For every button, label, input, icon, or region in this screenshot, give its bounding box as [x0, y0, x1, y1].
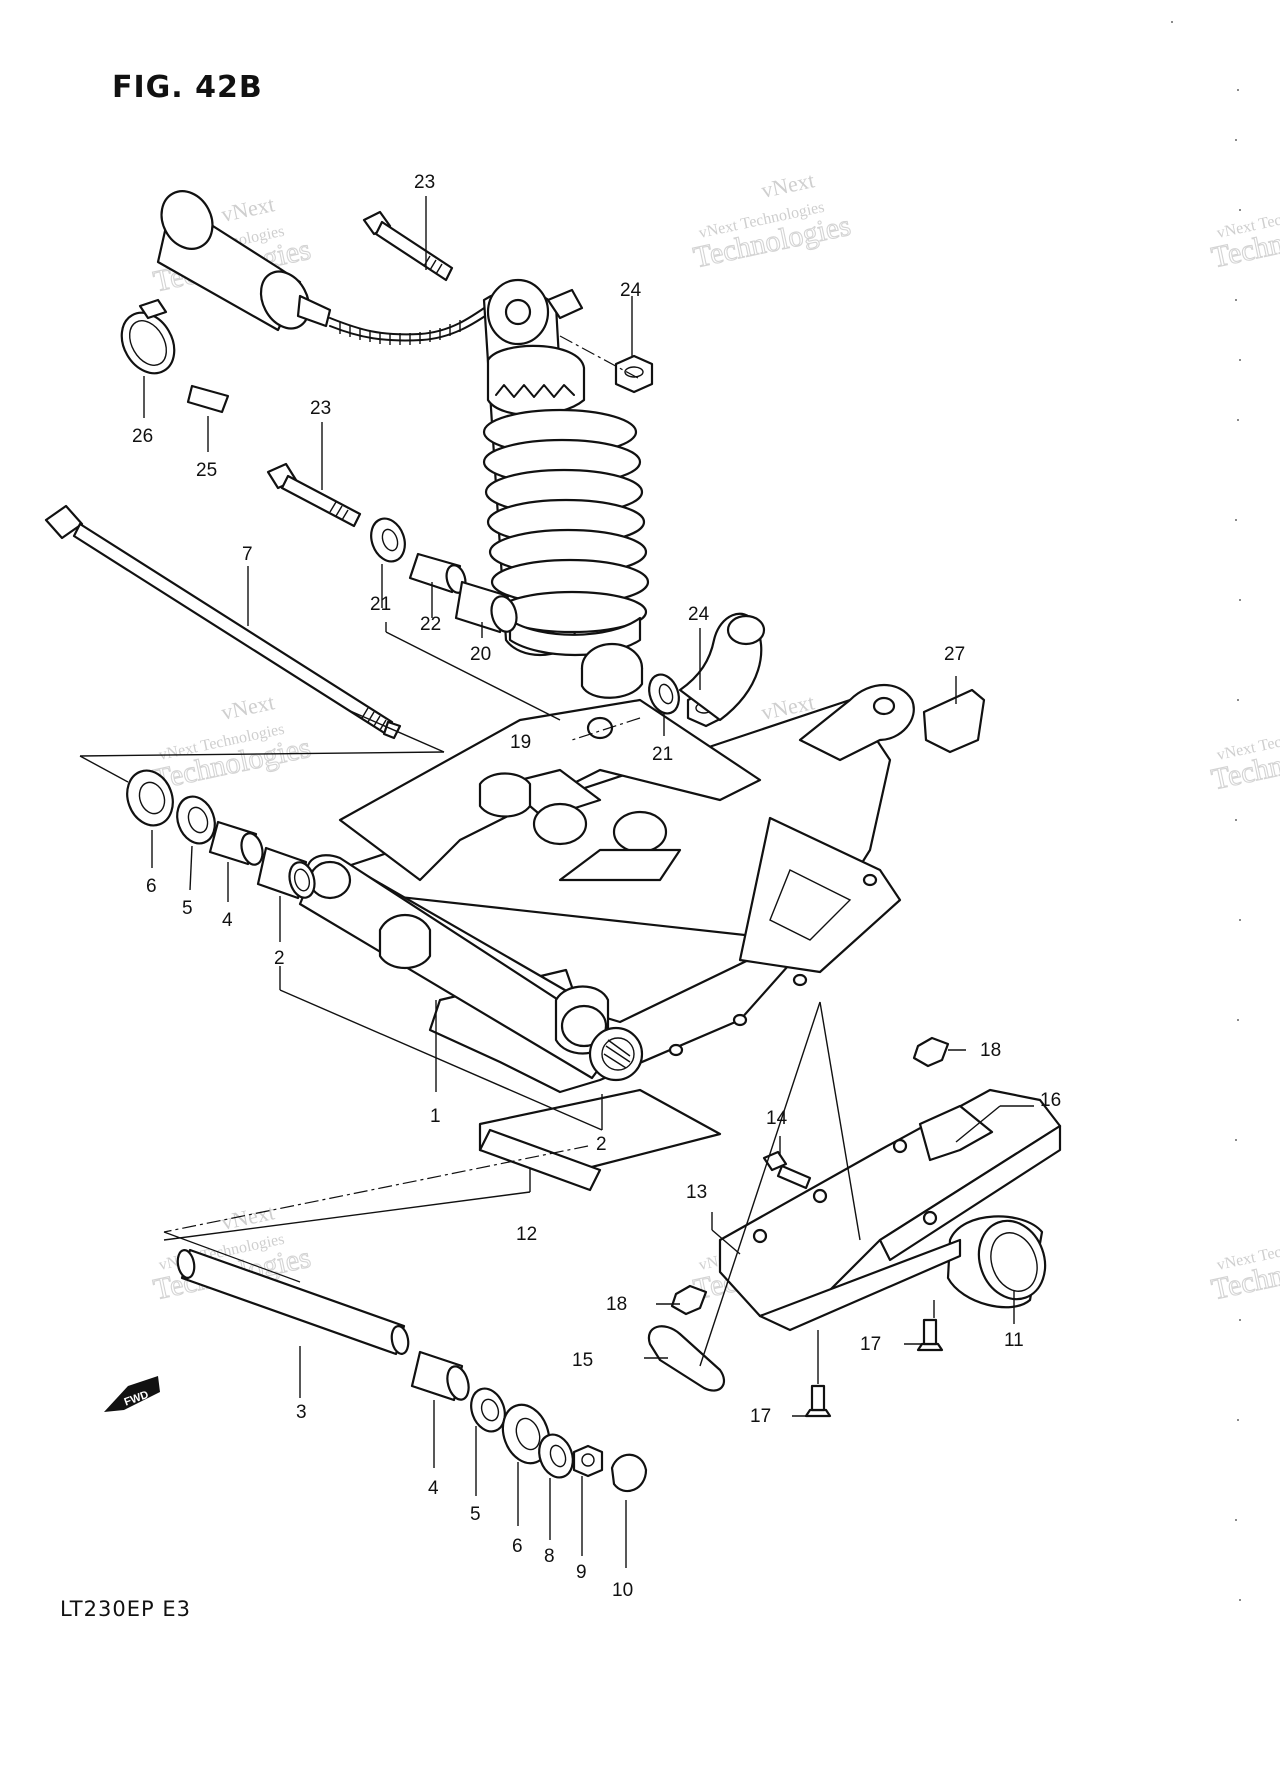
bracket-27	[922, 688, 986, 754]
callout-27: 27	[944, 644, 965, 665]
callout-15: 15	[572, 1350, 593, 1371]
watermark-vnext: vNext	[219, 689, 277, 725]
screw-14	[762, 1150, 812, 1190]
callout-21-upper: 21	[370, 594, 391, 615]
pivot-shaft	[44, 504, 402, 740]
collar	[408, 552, 467, 594]
swingarm	[298, 612, 915, 1094]
callout-2-lower: 2	[596, 1134, 607, 1155]
callout-24-upper: 24	[620, 280, 642, 301]
callout-14: 14	[766, 1108, 788, 1129]
nut-upper	[614, 354, 654, 394]
fwd-arrow-icon: FWD	[104, 1376, 160, 1412]
phantom-lines	[163, 335, 641, 1283]
callout-24-lower: 24	[688, 604, 710, 625]
callout-19: 19	[510, 732, 531, 753]
callout-16: 16	[1040, 1090, 1061, 1111]
right-bearing-stack	[410, 1350, 648, 1493]
callout-12: 12	[516, 1224, 537, 1245]
scan-speckles	[1171, 21, 1241, 1601]
callout-11: 11	[1004, 1330, 1024, 1351]
chain-cover-ring	[946, 1215, 1047, 1309]
callout-18-lower: 18	[606, 1294, 627, 1315]
figure-title: FIG. 42B	[112, 70, 263, 105]
bolt-upper	[362, 210, 454, 282]
spacer-shaft	[176, 1248, 410, 1356]
callout-25: 25	[196, 460, 217, 481]
callout-18-upper: 18	[980, 1040, 1001, 1061]
callout-23-upper: 23	[414, 172, 435, 193]
callout-22: 22	[420, 614, 441, 635]
callout-6-upper: 6	[146, 876, 157, 897]
callout-1: 1	[430, 1106, 441, 1127]
callout-4-upper: 4	[222, 910, 233, 931]
skid-plate	[478, 1088, 722, 1192]
clip-nut-lower	[670, 1284, 708, 1316]
callout-9: 9	[576, 1562, 587, 1583]
guide-holder	[647, 1325, 726, 1392]
shock-reservoir	[156, 190, 495, 345]
callout-21-lower: 21	[652, 744, 673, 765]
screw-17-lower	[804, 1384, 832, 1418]
washer-upper	[370, 517, 406, 563]
clip-nut-upper	[912, 1036, 950, 1068]
chain-guard	[718, 1088, 1062, 1332]
callout-5-lower: 5	[470, 1504, 481, 1525]
washer-lower	[648, 673, 680, 715]
hose-clamp	[120, 298, 176, 375]
callouts: 23 24 26 25 23 7 21 22 20 19 24 21 27 6 …	[132, 172, 1061, 1601]
callout-17-right: 17	[860, 1334, 881, 1355]
callout-2-left: 2	[274, 948, 285, 969]
callout-17-lower: 17	[750, 1406, 771, 1427]
callout-26: 26	[132, 426, 153, 447]
bushing	[454, 580, 518, 634]
model-code: LT230EP E3	[60, 1597, 191, 1621]
callout-4-lower: 4	[428, 1478, 439, 1499]
rear-shock	[482, 278, 650, 699]
callout-10: 10	[612, 1580, 633, 1601]
callout-13: 13	[686, 1182, 707, 1203]
rubber-pad	[186, 384, 230, 414]
left-bearing-stack	[126, 769, 316, 900]
callout-23-lower: 23	[310, 398, 331, 419]
callout-6-lower: 6	[512, 1536, 523, 1557]
watermark-vnext: vNext	[759, 167, 817, 203]
callout-20: 20	[470, 644, 491, 665]
leader-lines	[79, 196, 1034, 1568]
callout-8: 8	[544, 1546, 555, 1567]
screw-17-right	[916, 1318, 944, 1352]
callout-5-upper: 5	[182, 898, 193, 919]
callout-7: 7	[242, 544, 253, 565]
callout-3: 3	[296, 1402, 307, 1423]
bolt-lower	[266, 462, 362, 528]
watermark-vnext: vNext	[219, 191, 277, 227]
